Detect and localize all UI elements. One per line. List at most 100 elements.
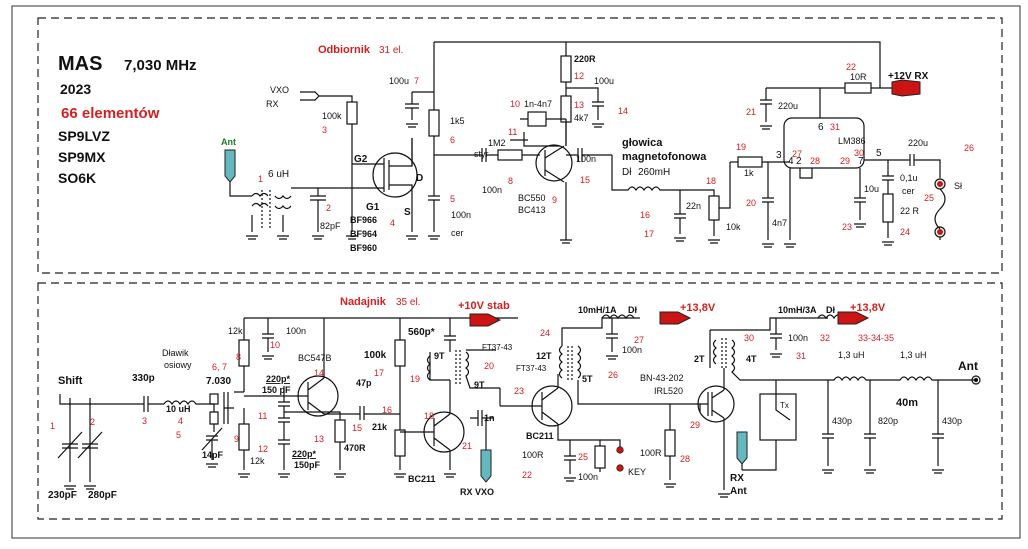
rx-rx-label: RX — [266, 99, 279, 109]
tx-section-count: 35 el. — [396, 297, 420, 308]
rx-num-23: 23 — [842, 222, 852, 232]
tx-ft37-a: FT37-43 — [482, 343, 513, 352]
rx-cer-a: cer — [451, 228, 464, 238]
tx-num-18: 18 — [424, 411, 434, 421]
transmitter-wiring — [57, 314, 981, 498]
rx-c-1n-4n7: 1n-4n7 — [524, 99, 552, 109]
tx-c-280p: 280pF — [88, 490, 117, 501]
rx-g2: G2 — [354, 154, 368, 165]
rx-num-22: 22 — [846, 62, 856, 72]
header-elements: 66 elementów — [61, 105, 160, 122]
tx-num-17: 17 — [374, 368, 384, 378]
rx-bf966: BF966 — [350, 215, 377, 225]
tx-rx-vxo-terminal — [480, 449, 492, 483]
rx-dl: Dł — [622, 167, 632, 178]
rx-num-30: 30 — [854, 148, 864, 158]
rx-c-100u-b: 100u — [594, 76, 614, 86]
tx-num-333435: 33-34-35 — [858, 333, 894, 343]
rx-l-260mh: 260mH — [638, 167, 670, 178]
tx-osiowy: osiowy — [164, 360, 192, 370]
rx-12v-terminal — [891, 79, 921, 97]
tx-r-12k-b: 12k — [250, 456, 265, 466]
tx-num-9: 9 — [234, 434, 239, 444]
transmitter-numbers: 1 2 3 4 5 6, 7 8 9 10 11 12 13 14 15 16 … — [50, 328, 894, 480]
rx-d: D — [416, 173, 423, 184]
tx-num-31: 31 — [796, 351, 806, 361]
rx-num-28: 28 — [810, 156, 820, 166]
header-frequency: 7,030 MHz — [124, 57, 197, 74]
tx-supply-b: +13,8V — [850, 302, 886, 314]
tx-c-1n: 1n — [484, 413, 495, 423]
rx-num-26: 26 — [964, 143, 974, 153]
receiver-labels: Odbiornik 31 el. VXO RX Ant +12V RX 6 uH… — [221, 44, 962, 253]
rx-c-100n-c: 100n — [576, 154, 596, 164]
tx-rx-ant-terminal — [736, 431, 748, 465]
rx-c-100n-a: 100n — [451, 210, 471, 220]
tx-xtal: 7.030 — [206, 376, 231, 387]
rx-num-3: 3 — [322, 125, 327, 135]
tx-138v-terminal-b — [837, 311, 870, 325]
rx-num-14: 14 — [618, 106, 628, 116]
header-call-2: SP9MX — [58, 149, 106, 165]
rx-num-10: 10 — [510, 99, 520, 109]
rx-num-17: 17 — [644, 229, 654, 239]
tx-138v-terminal-a — [659, 311, 692, 325]
key-dot-top — [617, 447, 623, 453]
rx-pin5: 5 — [876, 148, 882, 159]
tx-irl520: IRL520 — [654, 386, 683, 396]
rx-num-8: 8 — [508, 176, 513, 186]
rx-section-count: 31 el. — [379, 45, 403, 56]
tx-r-100r-b: 100R — [640, 448, 662, 458]
header-call-1: SP9LVZ — [58, 128, 110, 144]
tx-bc547b: BC547B — [298, 353, 332, 363]
rx-num-12: 12 — [574, 71, 584, 81]
rx-num-31: 31 — [830, 122, 840, 132]
rx-sl: Sł — [954, 181, 962, 191]
tx-supply-stab: +10V stab — [458, 300, 510, 312]
tx-c-330p: 330p — [132, 373, 155, 384]
receiver-frame — [37, 17, 1003, 274]
tx-num-67: 6, 7 — [212, 362, 227, 372]
tx-num-23: 23 — [514, 386, 524, 396]
rx-ant-terminal — [224, 149, 236, 183]
rx-cer-b: cer — [902, 186, 915, 196]
rx-s: S — [404, 207, 411, 218]
tx-c-100n-b: 100n — [578, 472, 598, 482]
tx-rx-vxo: RX VXO — [460, 487, 494, 497]
tx-bn43: BN-43-202 — [640, 373, 684, 383]
tx-c-14p: 14pF — [202, 450, 224, 460]
rx-c-01u: 0,1u — [900, 173, 918, 183]
tx-num-10: 10 — [270, 340, 280, 350]
header-call-3: SO6K — [58, 170, 96, 186]
tx-t-12t: 12T — [536, 351, 552, 361]
rx-pin7: 7 — [858, 156, 864, 167]
rx-c-100u-a: 100u — [389, 76, 409, 86]
tx-c-430p-a: 430p — [832, 416, 852, 426]
rx-num-27: 27 — [792, 149, 802, 159]
rx-head-1: głowica — [622, 137, 663, 149]
receiver-wiring — [229, 41, 946, 248]
rx-num-13: 13 — [574, 100, 584, 110]
tx-num-27: 27 — [634, 335, 644, 345]
rx-c-82p: 82pF — [320, 221, 341, 231]
rx-pin3: 3 — [776, 150, 782, 161]
rx-num-2: 2 — [326, 203, 331, 213]
tx-num-14: 14 — [314, 368, 324, 378]
tx-t-2t: 2T — [694, 354, 705, 364]
tx-r-21k: 21k — [372, 422, 388, 432]
rx-c-220u-b: 220u — [908, 138, 928, 148]
rx-num-18: 18 — [706, 176, 716, 186]
tx-shift: Shift — [58, 375, 83, 387]
key-dot-bottom — [617, 465, 623, 471]
rx-pin6: 6 — [818, 122, 824, 133]
rx-c-220u-a: 220u — [778, 101, 798, 111]
tx-t-9t-b: 9T — [474, 380, 485, 390]
rx-c-22n: 22n — [686, 201, 701, 211]
rx-num-7: 7 — [414, 76, 419, 86]
rx-r-4k7: 4k7 — [574, 113, 589, 123]
rx-num-5: 5 — [450, 194, 455, 204]
tx-c-100n-d: 100n — [788, 333, 808, 343]
tx-c-230p: 230pF — [48, 490, 77, 501]
tx-c-220p-b: 220p* — [292, 449, 317, 459]
